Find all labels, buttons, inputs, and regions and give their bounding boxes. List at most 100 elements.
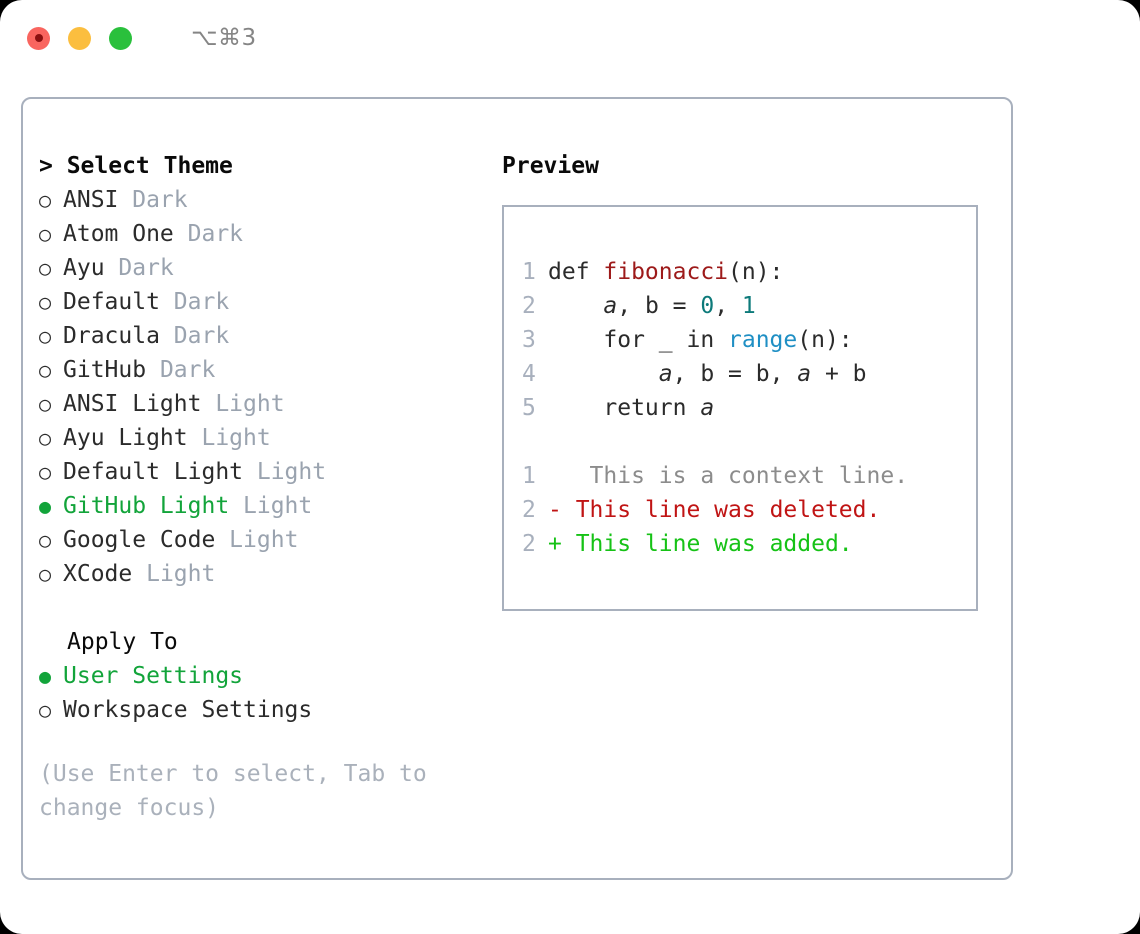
- line-number: 5: [522, 395, 536, 421]
- title-bar: ⌥⌘3: [0, 0, 1140, 76]
- radio-icon: ○: [39, 392, 52, 416]
- radio-icon: ○: [39, 324, 52, 348]
- theme-option[interactable]: ○ Ayu Dark: [39, 251, 489, 285]
- diff-text: This is a context line.: [561, 463, 909, 489]
- preview-header: Preview: [502, 153, 599, 179]
- main-card: > Select Theme ○ANSI Dark○Atom One Dark○…: [21, 97, 1013, 880]
- close-button[interactable]: [27, 26, 50, 50]
- apply-to-option[interactable]: ○ Workspace Settings: [39, 693, 489, 727]
- diff-sign: [548, 459, 562, 493]
- code-token: 1: [741, 293, 756, 319]
- theme-option[interactable]: ○ANSI Light Light: [39, 387, 489, 421]
- theme-variant-badge: Dark: [118, 187, 188, 213]
- theme-option-label: Ayu: [63, 255, 105, 281]
- diff-text: This line was deleted.: [561, 497, 881, 523]
- radio-icon: ○: [39, 698, 52, 722]
- apply-to-list[interactable]: ●User Settings ○ Workspace Settings: [39, 659, 489, 727]
- theme-option-label: ANSI Light: [63, 391, 202, 417]
- diff-line: 2- This line was deleted.: [522, 493, 976, 527]
- diff-sample: 1 This is a context line.2- This line wa…: [522, 459, 976, 561]
- code-line: 5 return a: [522, 391, 976, 425]
- line-number: 2: [522, 531, 536, 557]
- code-token: , b = b,: [672, 361, 798, 387]
- theme-variant-badge: Dark: [159, 289, 230, 315]
- theme-variant-badge: Dark: [104, 255, 174, 281]
- diff-sign: -: [548, 497, 562, 523]
- radio-selected-icon: ●: [39, 494, 52, 518]
- radio-icon: ○: [39, 460, 52, 484]
- list-spacer: [39, 591, 489, 625]
- code-line: 3 for _ in range(n):: [522, 323, 976, 357]
- theme-list[interactable]: ○ANSI Dark○Atom One Dark○Ayu Dark○Defaul…: [39, 183, 489, 591]
- diff-line: 2+ This line was added.: [522, 527, 976, 561]
- theme-option[interactable]: ○ANSI Dark: [39, 183, 489, 217]
- code-token: ,: [714, 293, 742, 319]
- apply-to-header: Apply To: [67, 629, 178, 655]
- code-token: , b =: [617, 293, 701, 319]
- theme-option[interactable]: ○Default Dark: [39, 285, 489, 319]
- theme-option[interactable]: ○Google Code Light: [39, 523, 489, 557]
- theme-selection-pane: > Select Theme ○ANSI Dark○Atom One Dark○…: [39, 149, 489, 825]
- code-token: a: [700, 395, 715, 421]
- code-token: return: [548, 395, 701, 421]
- maximize-button[interactable]: [109, 26, 132, 50]
- theme-option-label: Default: [63, 289, 160, 315]
- code-token: for _ in: [548, 327, 729, 353]
- theme-option[interactable]: ● GitHub Light Light: [39, 489, 489, 523]
- line-number: 2: [522, 293, 536, 319]
- line-number: 3: [522, 327, 536, 353]
- apply-to-option-label: Workspace Settings: [63, 697, 313, 723]
- code-token: 0: [700, 293, 715, 319]
- code-line: 2 a, b = 0, 1: [522, 289, 976, 323]
- theme-option[interactable]: ○ Default Light Light: [39, 455, 489, 489]
- theme-option[interactable]: ○Ayu Light Light: [39, 421, 489, 455]
- theme-option-label: XCode: [63, 561, 133, 587]
- code-line: 4 a, b = b, a + b: [522, 357, 976, 391]
- theme-option-label: Dracula: [63, 323, 160, 349]
- theme-option-label: Google Code: [63, 527, 216, 553]
- radio-icon: ○: [39, 358, 52, 382]
- record-dot-icon: [34, 34, 43, 42]
- minimize-button[interactable]: [68, 26, 91, 50]
- radio-icon: ○: [39, 222, 52, 246]
- theme-option[interactable]: ○GitHub Dark: [39, 353, 489, 387]
- line-number: 1: [522, 463, 536, 489]
- select-theme-header: > Select Theme: [39, 153, 233, 179]
- code-token: (n):: [797, 327, 853, 353]
- radio-icon: ○: [39, 562, 52, 586]
- line-number: 4: [522, 361, 536, 387]
- window-controls: [27, 26, 132, 50]
- code-token: (n):: [728, 259, 784, 285]
- theme-variant-badge: Light: [215, 527, 299, 553]
- theme-option-label: GitHub Light: [63, 493, 230, 519]
- theme-variant-badge: Light: [229, 493, 313, 519]
- radio-icon: ○: [39, 256, 52, 280]
- radio-icon: ○: [39, 426, 52, 450]
- theme-option-label: Atom One: [63, 221, 174, 247]
- code-token: fibonacci: [603, 259, 729, 285]
- diff-line: 1 This is a context line.: [522, 459, 976, 493]
- theme-option-label: Default Light: [63, 459, 244, 485]
- line-number: 2: [522, 497, 536, 523]
- code-token: a: [797, 361, 812, 387]
- theme-option[interactable]: ○ XCode Light: [39, 557, 489, 591]
- apply-to-option[interactable]: ●User Settings: [39, 659, 489, 693]
- line-number: 1: [522, 259, 536, 285]
- theme-variant-badge: Light: [187, 425, 271, 451]
- theme-variant-badge: Dark: [173, 221, 244, 247]
- theme-option[interactable]: ○Dracula Dark: [39, 319, 489, 353]
- code-token: + b: [811, 361, 867, 387]
- theme-variant-badge: Light: [243, 459, 327, 485]
- radio-selected-icon: ●: [39, 664, 52, 688]
- code-token: range: [728, 327, 798, 353]
- theme-option[interactable]: ○ Atom One Dark: [39, 217, 489, 251]
- code-token: [548, 289, 603, 323]
- code-token: [548, 357, 659, 391]
- theme-variant-badge: Light: [132, 561, 216, 587]
- code-diff-spacer: [522, 425, 976, 459]
- theme-variant-badge: Dark: [146, 357, 216, 383]
